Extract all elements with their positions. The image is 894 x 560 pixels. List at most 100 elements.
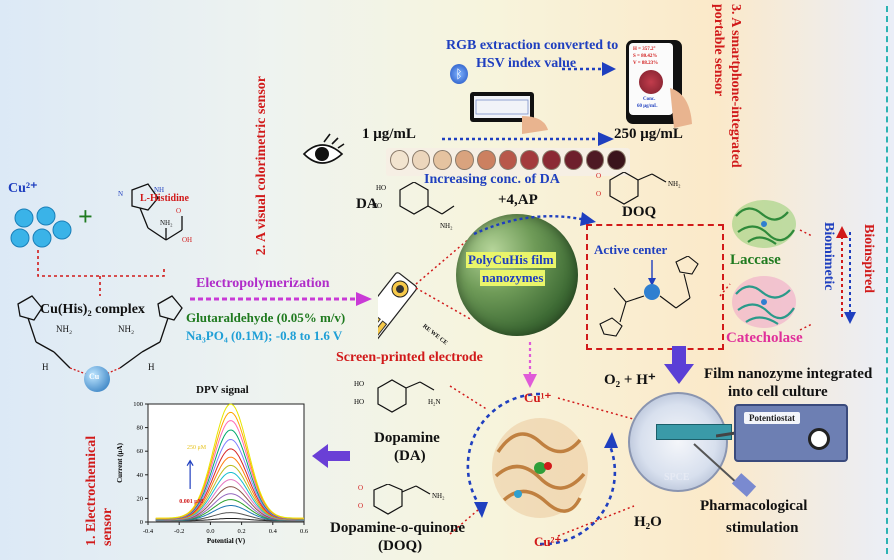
color-vial [585, 150, 605, 170]
smartphone-screen: H = 357.2° S = 80.42% V = 88.23% Conc. 6… [626, 40, 682, 124]
laccase-protein-image [732, 200, 796, 248]
complex-nh2-left: NH₂ [56, 324, 73, 334]
svg-text:NH₂: NH₂ [668, 180, 681, 188]
color-vial [390, 150, 409, 170]
visual-sensor-title: 2. A visual colorimetric sensor [254, 76, 269, 256]
y-axis-label: Current (μA) [116, 442, 124, 482]
rgb-label-2: HSV index value [476, 56, 577, 71]
screen-conc-value: 60 μg/mL [637, 104, 658, 109]
dpv-chart-title: DPV signal [196, 384, 249, 396]
left-arrow-icon [312, 444, 350, 468]
svg-text:NH₂: NH₂ [432, 492, 445, 500]
svg-text:O: O [176, 207, 181, 215]
catecholase-label: Catecholase [726, 330, 803, 346]
spce-strip-in-dish [656, 424, 732, 440]
cu-center-label: Cu [89, 372, 100, 381]
cu-ion-label: Cu²⁺ [8, 181, 38, 196]
y-tick-label: 40 [137, 472, 144, 479]
svg-text:NH₂: NH₂ [440, 222, 453, 230]
svg-text:N: N [118, 190, 123, 198]
hand-with-phone [470, 92, 548, 134]
electropolymerization-arrow [190, 292, 372, 306]
electrode-label: Screen-printed electrode [336, 350, 483, 365]
plot-frame [147, 403, 305, 523]
electropolymerization-conditions-2: Na₃PO₄ (0.1M); -0.8 to 1.6 V [186, 328, 343, 343]
potentiostat-knob-icon[interactable] [808, 428, 830, 450]
y-tick-label: 0 [140, 519, 143, 526]
electrochemical-title: 1. Electrochemical sensor [84, 435, 115, 546]
doq-cycle-structure: O O NH₂ [358, 484, 445, 515]
cell-culture-title-1: Film nanozyme integrated [704, 366, 873, 382]
cu-ion-cluster-icon [10, 206, 72, 248]
screen-h-value: H = 357.2° [633, 47, 656, 52]
cu-center-sphere [84, 366, 110, 392]
color-vial [563, 150, 583, 170]
electrode-to-nanozyme-connectors [415, 237, 473, 321]
cu-his-complex-structure [17, 295, 183, 375]
x-tick-label: 0.6 [300, 528, 309, 535]
o2-label: O₂ + H⁺ [604, 372, 656, 388]
screen-s-value: S = 80.42% [633, 54, 658, 59]
y-tick-label: 20 [137, 495, 144, 502]
svg-text:O: O [596, 190, 601, 198]
enzyme-to-active-center-connectors [719, 229, 813, 331]
x-tick-label: 0.0 [206, 528, 214, 535]
conc-arrow [442, 132, 614, 146]
svg-text:HO: HO [372, 202, 382, 210]
nanozyme-label-2: nanozymes [480, 270, 546, 286]
hand-holding-phone-right [670, 88, 692, 128]
svg-text:H₂N: H₂N [428, 398, 441, 406]
smartphone-sensor-title: 3. A smartphone-integrated portable sens… [711, 4, 743, 168]
petri-dish-image [628, 392, 728, 492]
potentiostat-device[interactable]: Potentiostat [734, 404, 848, 462]
x-tick-label: 0.4 [269, 528, 278, 535]
biomimetic-double-arrow [836, 226, 856, 324]
reactant-connectors [37, 250, 165, 296]
dopamine-abbr-label: (DA) [394, 448, 426, 464]
rgb-arrow [562, 62, 616, 76]
color-vial [411, 150, 431, 170]
catecholase-protein-image [732, 276, 796, 328]
da-to-doq-arrow [473, 212, 596, 236]
down-arrow-icon [664, 346, 694, 384]
annotation-low-label: 0.001 μM [179, 499, 203, 505]
color-vial [542, 150, 561, 170]
complex-h-left: H [42, 362, 49, 372]
screen-v-value: V = 88.23% [633, 61, 659, 66]
da-structure: HO HO NH₂ [372, 182, 455, 230]
nanozyme-label-1: PolyCuHis film [466, 252, 556, 268]
eye-icon [302, 133, 345, 164]
svg-text:HO: HO [376, 184, 386, 192]
increase-arrow-head [186, 459, 194, 466]
protein-structure-image [492, 418, 588, 518]
low-conc-label: 1 μg/mL [362, 126, 416, 142]
color-vial [520, 150, 540, 170]
histidine-label: L-Histidine [140, 193, 189, 204]
active-center-label: Active center [594, 242, 668, 257]
laccase-label: Laccase [730, 252, 781, 268]
y-tick-label: 60 [137, 448, 144, 455]
screen-conc-label: Conc. [643, 97, 656, 102]
svg-text:O: O [596, 172, 601, 180]
svg-text:NH₂: NH₂ [160, 219, 173, 227]
color-vial [455, 150, 474, 170]
da-label: DA [356, 196, 378, 212]
potentiostat-label: Potentiostat [744, 412, 800, 424]
complex-h-right: H [148, 362, 155, 372]
x-axis-label: Potential (V) [207, 537, 246, 545]
dpv-curve [155, 403, 305, 519]
bluetooth-icon: ᛒ [450, 64, 468, 84]
biomimetic-label: Biomimetic [821, 222, 836, 291]
svg-text:NH: NH [154, 186, 164, 194]
doq-label: DOQ [622, 204, 657, 220]
electropolymerization-label: Electropolymerization [196, 276, 330, 291]
cycle-dopamine-connectors [449, 385, 645, 537]
histidine-structure: N NH NH₂ O OH [118, 183, 192, 244]
plus-sign: + [78, 202, 93, 231]
annotation-high-label: 250 μM [187, 445, 207, 451]
rgb-label-1: RGB extraction converted to [446, 38, 619, 53]
nanozyme-to-cycle-arrow [523, 342, 537, 388]
color-vial [433, 150, 453, 170]
